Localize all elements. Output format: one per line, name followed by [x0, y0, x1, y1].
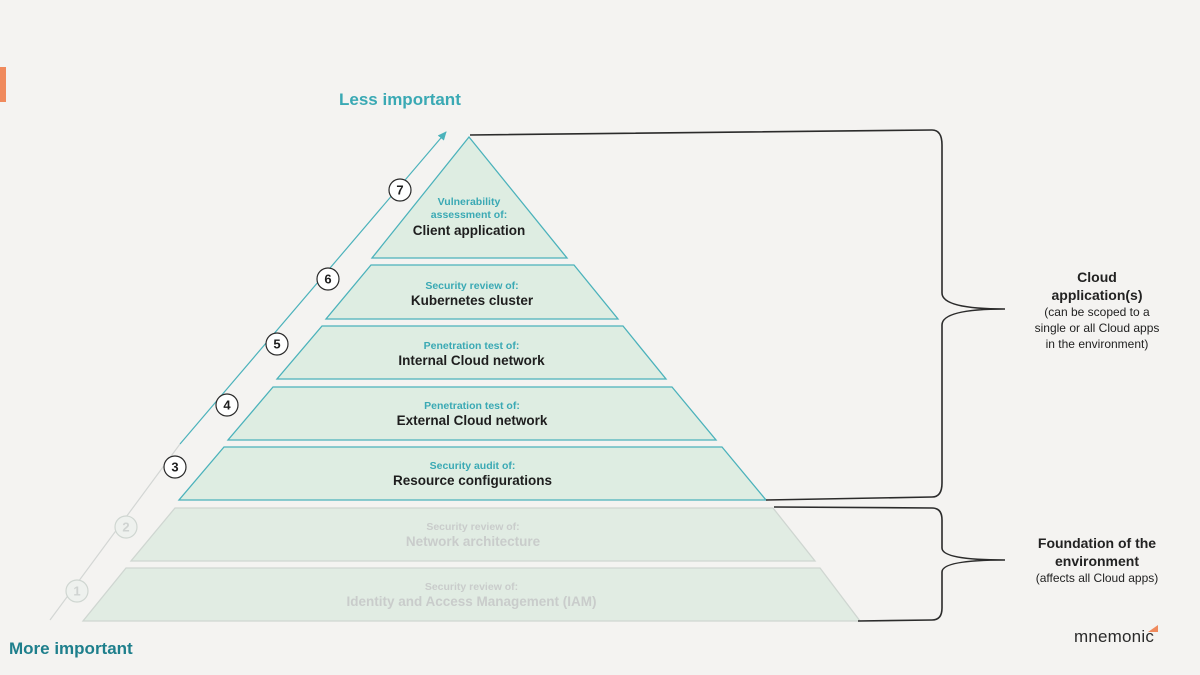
step-badges: 7 6 5 4 3 2 1 — [65, 178, 412, 603]
layer-1-subject: Identity and Access Management (IAM) — [346, 594, 596, 609]
step-number-5: 5 — [273, 337, 280, 352]
step-badge-4 — [215, 393, 239, 417]
logo-mark-icon — [1148, 625, 1158, 632]
layer-2-title-line-1: Security review of: — [426, 521, 519, 533]
foundation-label: Foundation of the environment (affects a… — [1012, 534, 1182, 586]
pyramid-layer-2 — [129, 507, 817, 562]
step-number-6: 6 — [324, 272, 331, 287]
cloud-apps-label: Cloud application(s) (can be scoped to a… — [1012, 268, 1182, 352]
step-badge-1 — [65, 579, 89, 603]
foundation-title-1: Foundation of the — [1037, 535, 1157, 551]
pyramid-layer-4 — [226, 386, 718, 441]
step-badge-7 — [388, 178, 412, 202]
layer-7-title-line-2: assessment of: — [431, 209, 507, 221]
layer-1-title-line-1: Security review of: — [425, 581, 518, 593]
more-important-label: More important — [9, 639, 133, 658]
layer-3-subject: Resource configurations — [393, 473, 552, 488]
step-badge-2 — [114, 515, 138, 539]
cloud-apps-brace — [469, 129, 1006, 501]
layer-3-title-line-1: Security audit of: — [430, 460, 516, 472]
layer-5-title-line-1: Penetration test of: — [424, 340, 520, 352]
cloud-apps-title-2: application(s) — [1051, 287, 1143, 303]
step-number-7: 7 — [396, 183, 403, 198]
foundation-brace — [773, 506, 1006, 622]
layer-6-subject: Kubernetes cluster — [411, 293, 534, 308]
step-number-1: 1 — [73, 584, 80, 599]
layer-5-subject: Internal Cloud network — [398, 353, 545, 368]
step-number-3: 3 — [171, 460, 178, 475]
less-important-label: Less important — [339, 90, 461, 109]
accent-bar — [0, 67, 6, 102]
foundation-title-2: environment — [1054, 553, 1139, 569]
foundation-note-1: (affects all Cloud apps) — [1035, 571, 1159, 585]
cloud-apps-title-1: Cloud — [1077, 269, 1117, 285]
step-number-4: 4 — [223, 398, 231, 413]
pyramid-layer-5 — [275, 325, 668, 380]
step-badge-6 — [316, 267, 340, 291]
pyramid-layer-7 — [370, 135, 569, 259]
step-number-2: 2 — [122, 520, 129, 535]
step-badge-5 — [265, 332, 289, 356]
mnemonic-logo: mnemonic — [1074, 627, 1155, 646]
cloud-apps-note-1: (can be scoped to a — [1044, 305, 1150, 319]
layer-7-subject: Client application — [413, 223, 526, 238]
pyramid-layer-6 — [324, 264, 620, 320]
cloud-apps-note-2: single or all Cloud apps — [1034, 321, 1160, 335]
layer-4-subject: External Cloud network — [397, 413, 548, 428]
step-badge-3 — [163, 455, 187, 479]
layer-6-title-line-1: Security review of: — [425, 280, 518, 292]
layer-2-subject: Network architecture — [406, 534, 541, 549]
cloud-apps-note-3: in the environment) — [1045, 337, 1149, 351]
layer-7-title-line-1: Vulnerability — [438, 196, 501, 208]
layer-4-title-line-1: Penetration test of: — [424, 400, 520, 412]
